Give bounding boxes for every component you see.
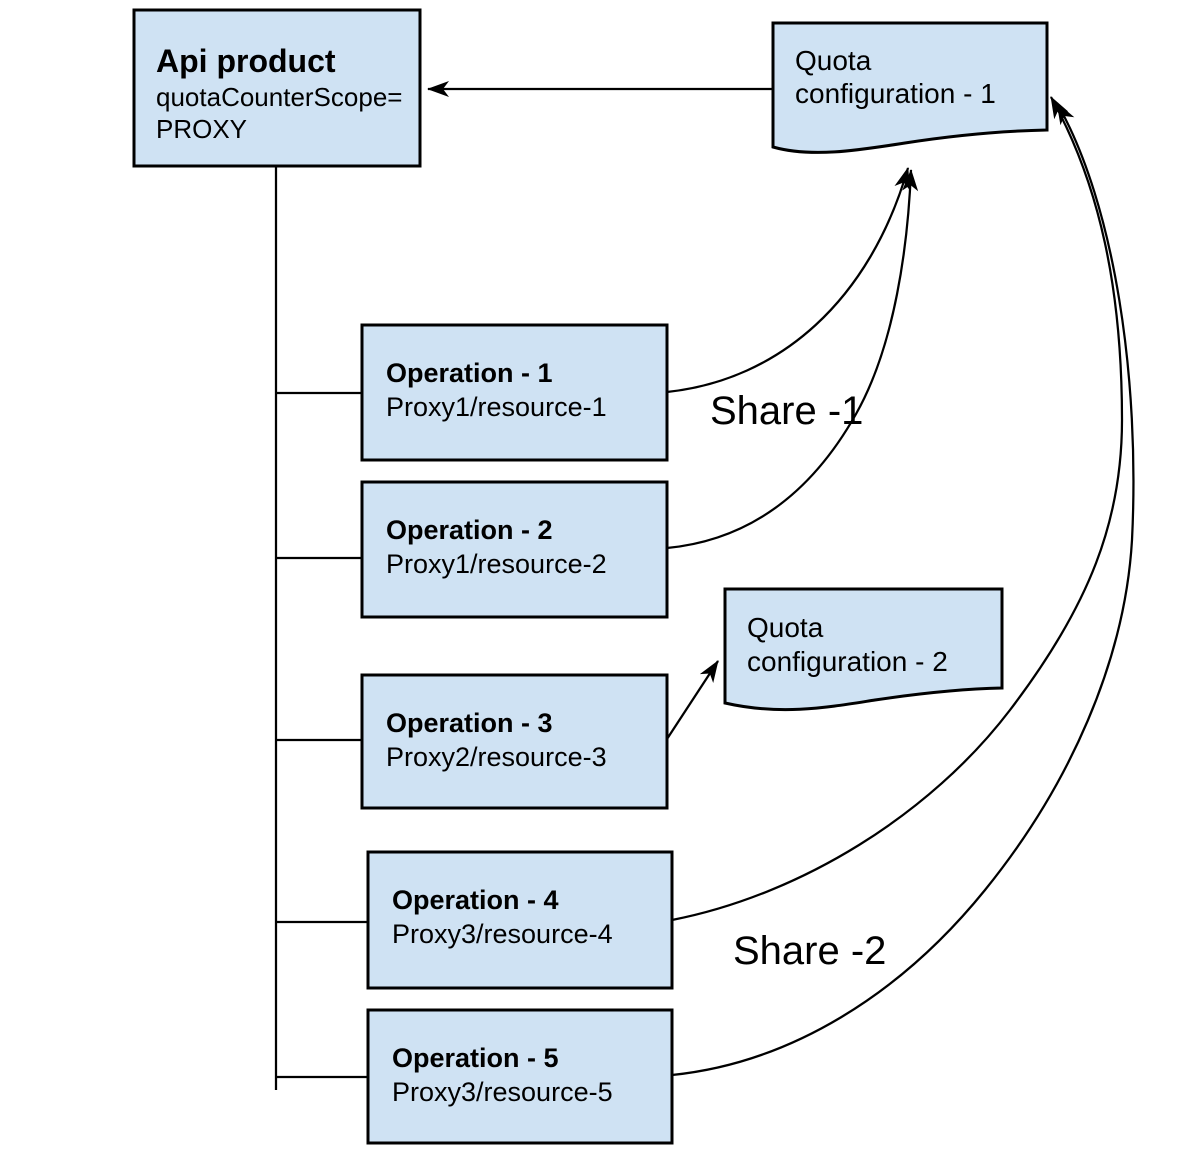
quota-config-1-node: Quota configuration - 1	[771, 21, 1049, 154]
operation-1-title: Operation - 1	[386, 358, 553, 388]
share-2-label: Share -2	[733, 929, 886, 973]
api-product-title: Api product	[156, 43, 336, 79]
api-product-subtitle-line1: quotaCounterScope=	[156, 82, 402, 112]
operation-4-path: Proxy3/resource-4	[392, 919, 613, 949]
quota-config-2-document	[723, 587, 1004, 712]
operation-5-path: Proxy3/resource-5	[392, 1077, 613, 1107]
arrow-operation5-to-quota1	[671, 102, 1135, 1077]
operation-4-box	[366, 850, 674, 990]
quota-config-2-node: Quota configuration - 2	[723, 587, 1004, 712]
quota-config-2-line1: Quota	[747, 612, 824, 643]
operation-3-title: Operation - 3	[386, 708, 553, 738]
quota-config-1-line2: configuration - 1	[795, 78, 996, 109]
operation-3-box	[360, 673, 669, 810]
operation-2-box	[360, 480, 669, 619]
arrow-operation2-to-quota1	[666, 169, 919, 550]
arrow-operation4-to-quota1	[671, 96, 1124, 922]
api-product-box	[132, 8, 422, 168]
operation-5-box	[366, 1008, 674, 1145]
operation-3-path: Proxy2/resource-3	[386, 742, 607, 772]
operation-2-node: Operation - 2 Proxy1/resource-2	[360, 480, 669, 619]
share-1-label: Share -1	[710, 389, 863, 433]
operation-4-title: Operation - 4	[392, 885, 559, 915]
operation-3-node: Operation - 3 Proxy2/resource-3	[360, 673, 669, 810]
operation-5-node: Operation - 5 Proxy3/resource-5	[366, 1008, 674, 1145]
nodes: Api product quotaCounterScope= PROXY Quo…	[132, 8, 1049, 1145]
arrow-operation3-to-quota2	[666, 660, 719, 740]
api-product-node: Api product quotaCounterScope= PROXY	[132, 8, 422, 168]
api-product-subtitle-line2: PROXY	[156, 114, 247, 144]
operation-5-title: Operation - 5	[392, 1043, 559, 1073]
operation-4-node: Operation - 4 Proxy3/resource-4	[366, 850, 674, 990]
edge-labels: Share -1 Share -2	[710, 389, 886, 973]
quota-config-1-document	[771, 21, 1049, 154]
operation-2-path: Proxy1/resource-2	[386, 549, 607, 579]
quota-config-1-line1: Quota	[795, 45, 872, 76]
operation-1-path: Proxy1/resource-1	[386, 392, 607, 422]
operation-1-box	[360, 323, 669, 462]
quota-config-2-line2: configuration - 2	[747, 646, 948, 677]
arrow-operation1-to-quota1	[666, 167, 910, 394]
operation-2-title: Operation - 2	[386, 515, 553, 545]
connector-lines	[274, 81, 1135, 1090]
operation-1-node: Operation - 1 Proxy1/resource-1	[360, 323, 669, 462]
